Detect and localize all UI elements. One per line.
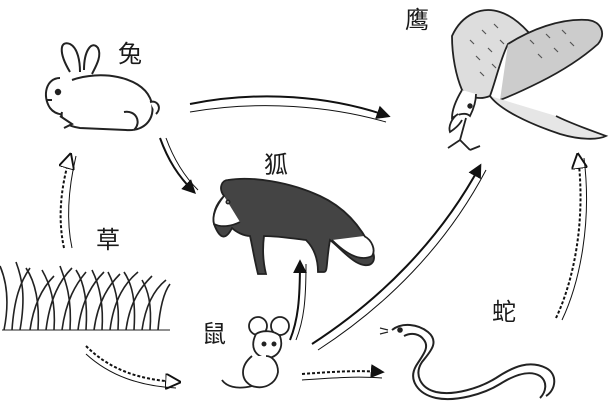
arrow-mouse-to-fox: [290, 262, 300, 340]
arrow-mouse-to-snake: [302, 371, 382, 374]
fox-illustration: [213, 179, 374, 274]
arrow-rabbit-to-fox: [160, 138, 194, 192]
label-snake: 蛇: [492, 300, 516, 324]
arrow-grass-to-mouse: [86, 346, 178, 382]
arrow-snake-to-eagle: [556, 156, 581, 318]
label-mouse: 鼠: [202, 322, 226, 346]
snake-illustration: [380, 325, 554, 399]
label-eagle: 鹰: [405, 8, 429, 32]
label-rabbit: 兔: [118, 42, 142, 66]
label-grass: 草: [96, 228, 120, 252]
eagle-illustration: [448, 10, 606, 150]
mouse-illustration: [222, 317, 289, 388]
grass-illustration: [0, 262, 170, 330]
arrow-mouse-to-eagle: [312, 166, 480, 344]
label-fox: 狐: [264, 153, 288, 177]
